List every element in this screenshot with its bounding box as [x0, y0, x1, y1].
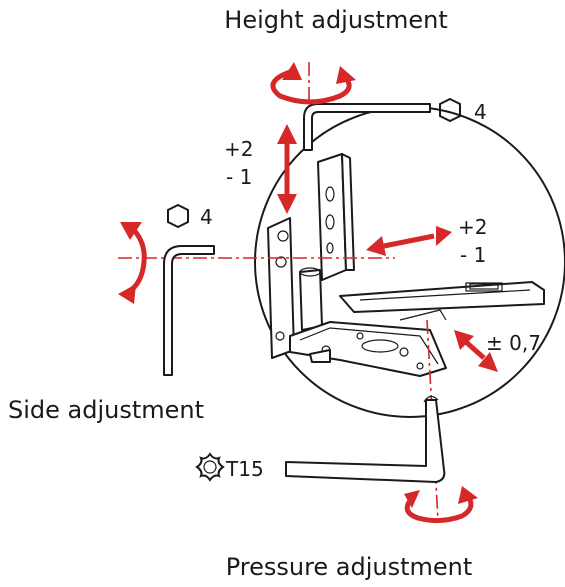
height-rotation-arrow: [270, 62, 356, 105]
side-hex-size: 4: [200, 205, 213, 229]
height-minus-value: - 1: [226, 165, 252, 189]
pressure-torx-key: [285, 395, 446, 483]
height-double-arrow: [277, 124, 297, 214]
height-hex-size: 4: [474, 100, 487, 124]
pressure-adjustment-label: Pressure adjustment: [226, 553, 473, 581]
side-rotation-arrow: [118, 222, 147, 304]
pressure-double-arrow: [454, 330, 498, 372]
hinge-body: [267, 153, 545, 377]
torx-icon: [195, 452, 225, 482]
height-plus-value: +2: [224, 137, 253, 161]
height-hex-key: [303, 103, 431, 151]
height-hex-icon: [439, 97, 461, 123]
side-hex-icon: [167, 203, 189, 229]
side-plus-value: +2: [458, 215, 487, 239]
pressure-rotation-arrow: [404, 486, 478, 524]
side-hex-key: [163, 245, 215, 376]
height-adjustment-label: Height adjustment: [224, 6, 447, 34]
pressure-value: ± 0,7: [486, 331, 541, 355]
side-adjustment-label: Side adjustment: [8, 396, 204, 424]
pressure-torx-size: T15: [225, 457, 264, 481]
side-minus-value: - 1: [460, 243, 486, 267]
side-double-arrow: [366, 226, 452, 256]
